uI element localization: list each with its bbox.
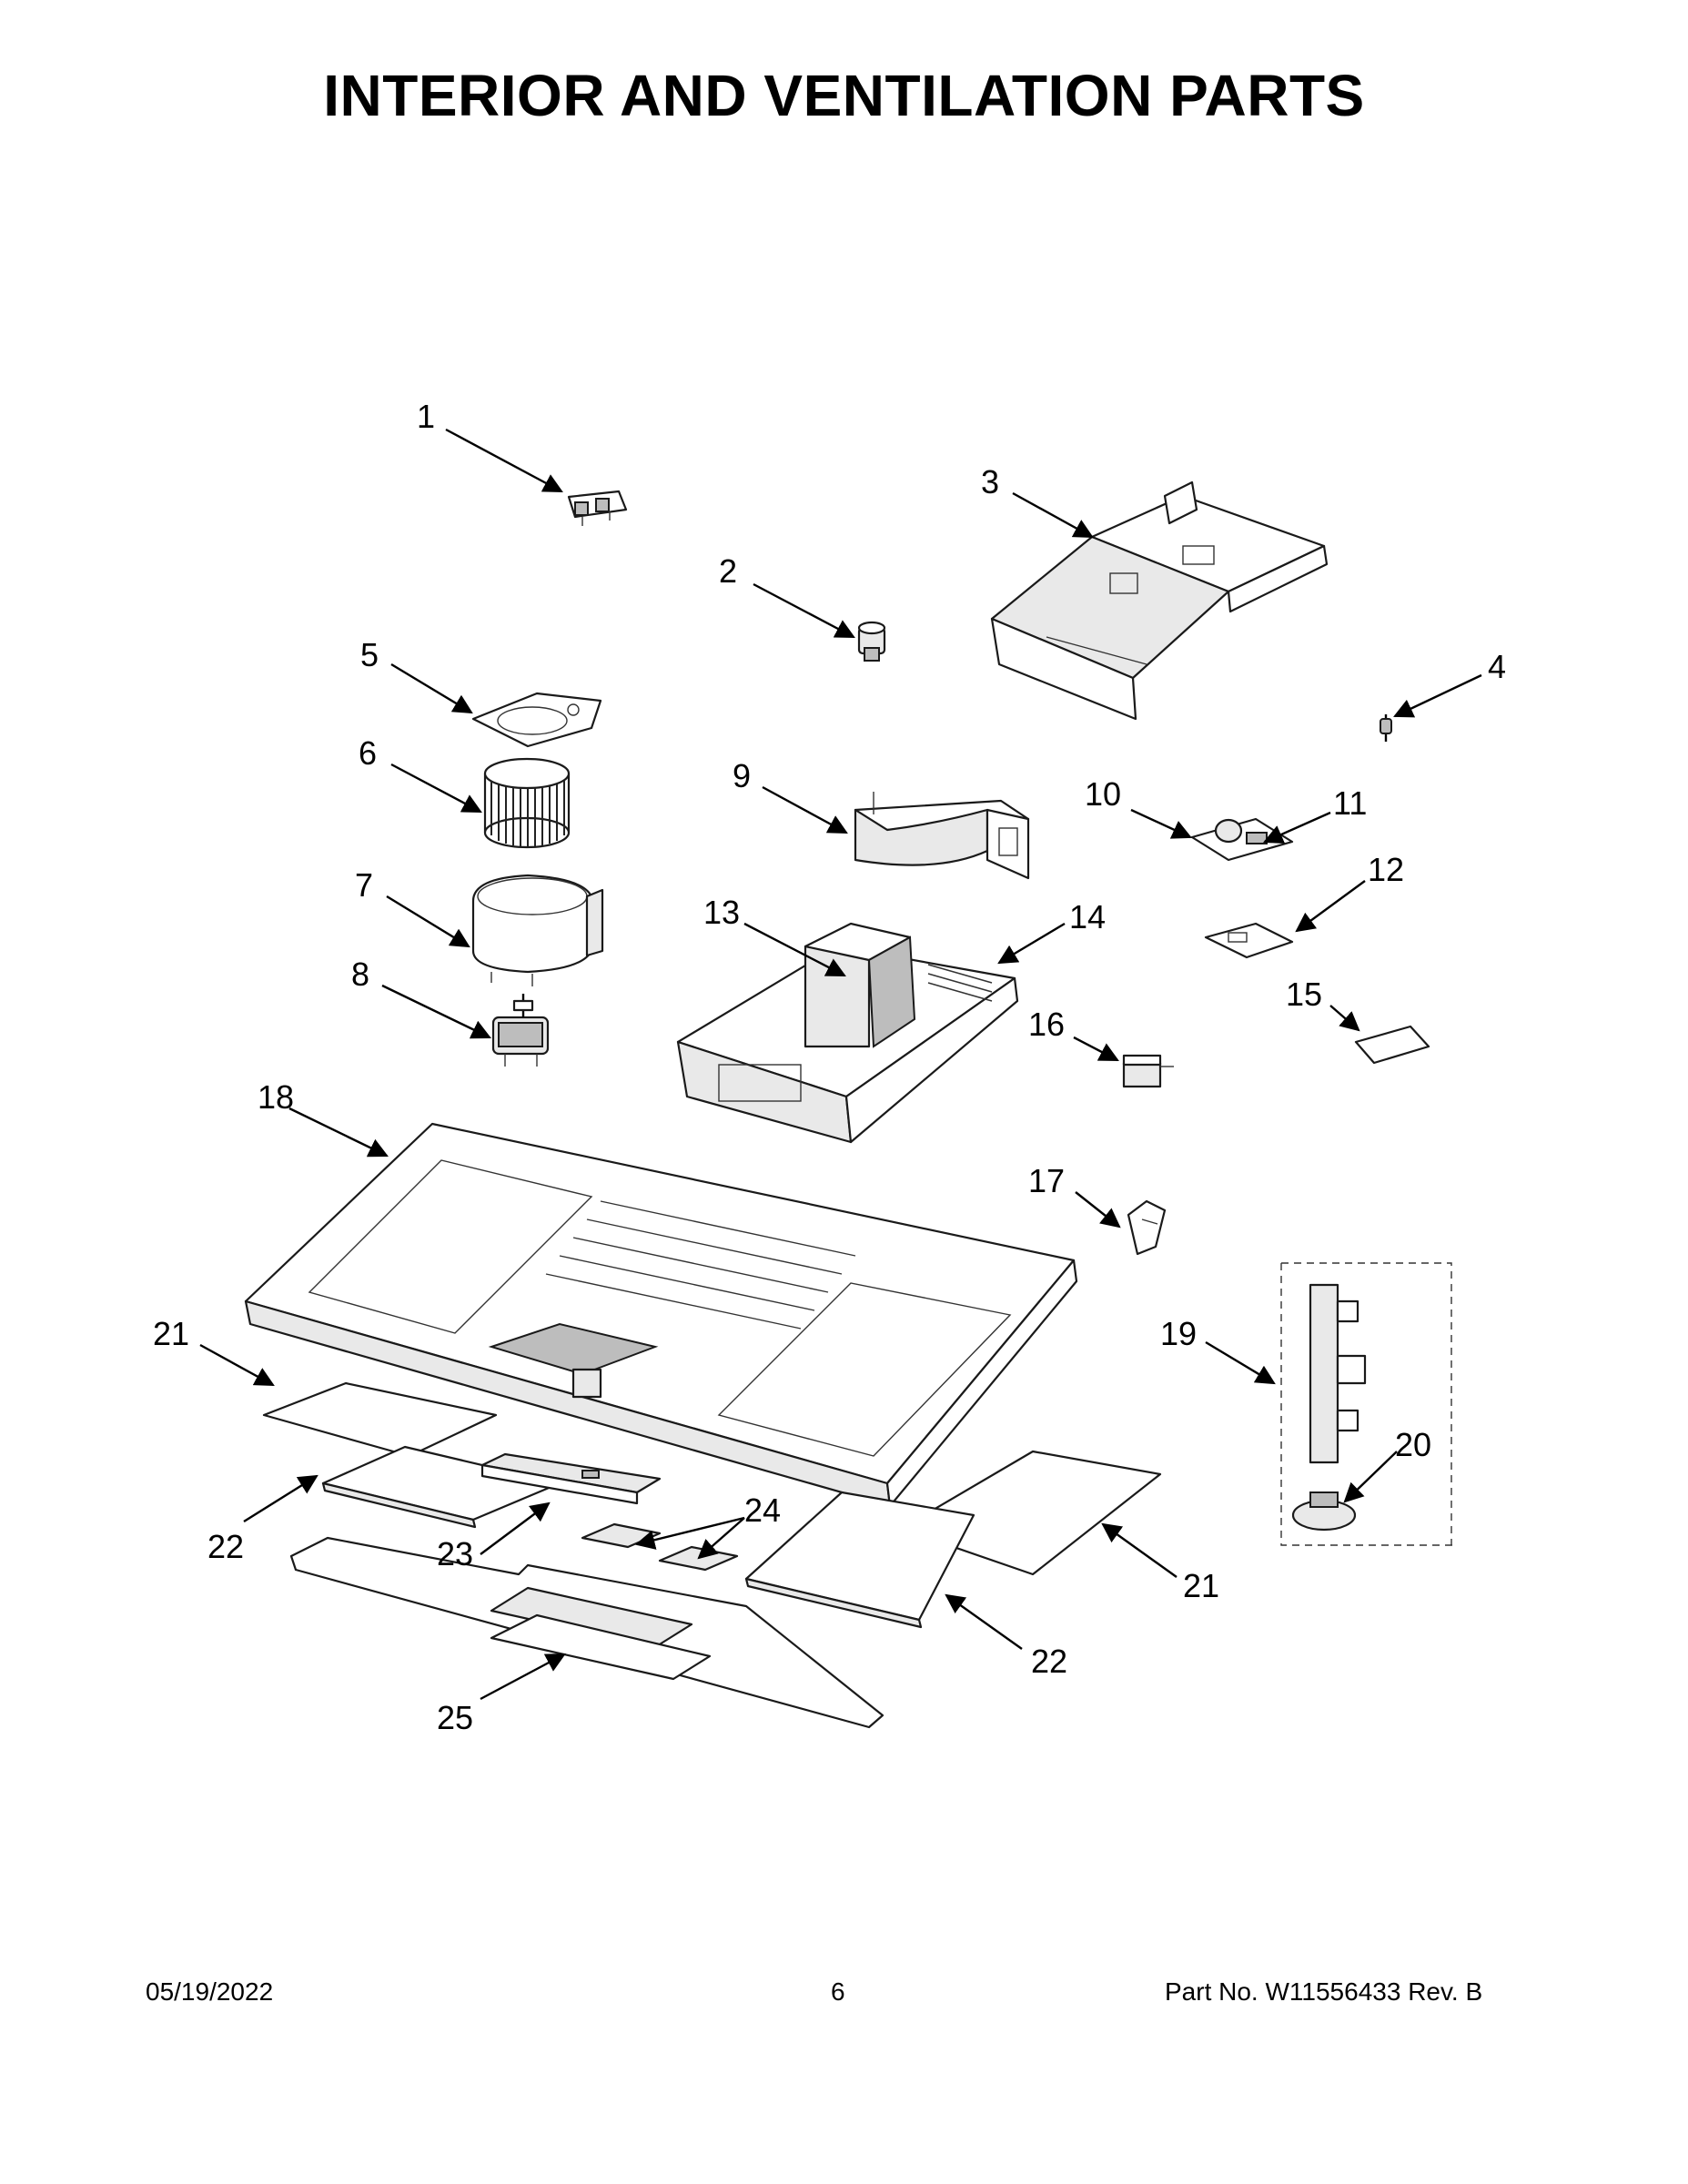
part-4-thermal-fuse: [1380, 714, 1392, 742]
part-6-blower-wheel: [483, 757, 571, 849]
footer-date: 05/19/2022: [146, 1977, 274, 2006]
callout-1: 1: [417, 398, 435, 435]
part-18-main-panel: [244, 1122, 1078, 1508]
part-12-board-bracket: [1204, 922, 1294, 959]
part-24-pads: [581, 1522, 739, 1572]
callout-9: 9: [733, 757, 751, 794]
callout-20: 20: [1395, 1426, 1431, 1463]
callout-23: 23: [437, 1535, 473, 1572]
part-21-right-sheet: [899, 1450, 1162, 1576]
callout-14: 14: [1069, 898, 1106, 935]
callout-3: 3: [981, 463, 999, 500]
callout-4: 4: [1488, 648, 1506, 685]
callout-2: 2: [719, 552, 737, 590]
part-22-right-plate: [744, 1491, 975, 1629]
part-9-air-duct: [854, 792, 1030, 880]
footer-part-number: Part No. W11556433 Rev. B: [1165, 1977, 1483, 2006]
callout-10: 10: [1085, 775, 1121, 813]
part-3-control-bracket: [990, 480, 1329, 721]
footer-page-number: 6: [831, 1977, 845, 2006]
part-19-switch-assembly: [1280, 1262, 1453, 1546]
callout-24: 24: [744, 1491, 781, 1529]
callout-18: 18: [258, 1078, 294, 1116]
part-17-clip: [1127, 1199, 1167, 1256]
part-25-vent-grille: [289, 1536, 884, 1729]
callout-8: 8: [351, 956, 369, 993]
part-2-plug: [857, 621, 886, 662]
part-15-cover: [1354, 1025, 1430, 1065]
part-8-fan-motor: [491, 994, 550, 1067]
callout-25: 25: [437, 1699, 473, 1736]
callout-11: 11: [1333, 784, 1367, 822]
part-10-11-capacitor-board: [1190, 817, 1294, 862]
part-22-left-plate: [321, 1445, 561, 1529]
part-13-14-transformer-base: [676, 922, 1019, 1144]
callout-15: 15: [1286, 976, 1322, 1013]
part-16-bracket: [1122, 1054, 1174, 1088]
callout-leaders: [199, 428, 1482, 1701]
callout-12: 12: [1368, 851, 1404, 888]
callout-21-right: 21: [1183, 1567, 1219, 1604]
part-7-blower-housing: [471, 874, 604, 986]
callout-21-left: 21: [153, 1315, 189, 1352]
part-5-blower-plate: [471, 692, 602, 748]
callout-16: 16: [1028, 1006, 1065, 1043]
part-23-bracket-plate: [480, 1452, 662, 1505]
part-20-turntable-motor: [1291, 1491, 1357, 1532]
callout-5: 5: [360, 636, 379, 673]
callout-7: 7: [355, 866, 373, 904]
callout-22-left: 22: [207, 1528, 244, 1565]
callout-22-right: 22: [1031, 1643, 1067, 1680]
page-title: INTERIOR AND VENTILATION PARTS: [323, 63, 1365, 128]
callout-17: 17: [1028, 1162, 1065, 1199]
callout-13: 13: [703, 894, 740, 931]
part-1-switch-bracket: [567, 490, 628, 526]
callout-labels: 1 2 3 4 5 6 7 8 9 10 11 12 13 14 15 16 1…: [153, 398, 1506, 1736]
part-21-left-sheet: [262, 1381, 498, 1458]
callout-19: 19: [1160, 1315, 1197, 1352]
callout-6: 6: [359, 734, 377, 772]
